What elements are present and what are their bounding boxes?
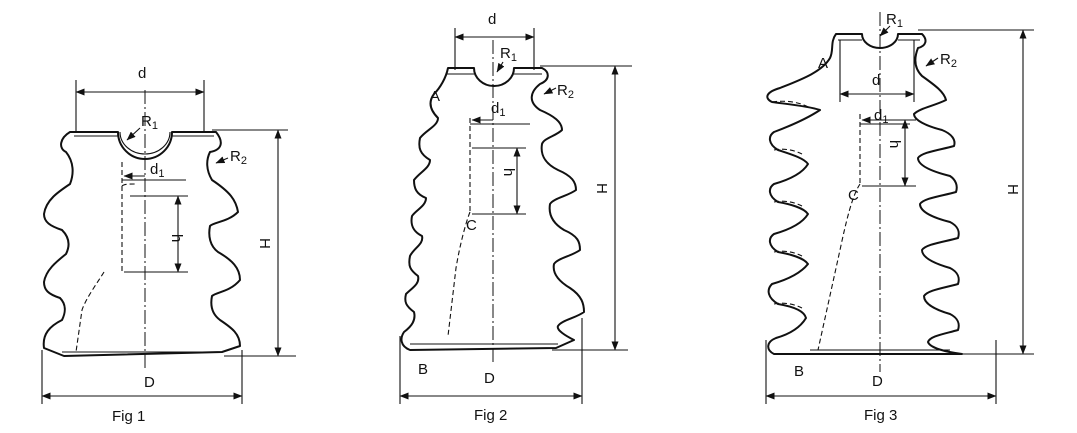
fig2-label-C: C: [466, 217, 477, 234]
fig1-insulator-body: [42, 131, 241, 357]
fig2-d-extension: [454, 28, 535, 70]
fig3-insulator-body: [766, 33, 963, 355]
fig1-label-H: H: [256, 238, 273, 249]
fig2-caption: Fig 2: [474, 407, 507, 424]
fig2-insulator-body: [400, 67, 585, 351]
fig1-label-R2: R2: [230, 148, 247, 167]
fig2-label-h: h: [500, 168, 517, 176]
figure-1: d R1 R2 d1 h H D Fig 1: [41, 65, 296, 425]
fig3-label-C: C: [848, 187, 859, 204]
fig2-label-d1: d1: [491, 100, 505, 119]
fig2-label-d: d: [488, 11, 496, 28]
fig3-caption: Fig 3: [864, 407, 897, 424]
fig1-d-extension: [75, 80, 205, 132]
fig3-label-D: D: [872, 373, 883, 390]
figure-3: R1 R2 A d d1 h C H B D Fig 3: [765, 11, 1034, 424]
fig3-R1-leader: [879, 25, 891, 37]
fig3-R2-leader: [925, 57, 939, 67]
fig2-label-B: B: [418, 361, 428, 378]
fig3-label-d: d: [872, 72, 880, 89]
fig2-label-A: A: [430, 88, 440, 105]
figure-2: d R1 R2 A d1 h C H B D Fig 2: [399, 11, 632, 424]
fig3-label-A: A: [818, 55, 828, 72]
fig3-label-B: B: [794, 363, 804, 380]
fig2-label-R1: R1: [500, 45, 517, 64]
fig1-label-h: h: [168, 234, 185, 242]
fig3-d1-line: [860, 120, 910, 124]
fig1-label-d: d: [138, 65, 146, 82]
fig2-d1-line: [470, 120, 530, 124]
fig3-label-H: H: [1004, 184, 1021, 195]
fig1-label-d1: d1: [150, 161, 164, 180]
fig3-label-h: h: [886, 140, 903, 148]
fig1-label-R1: R1: [141, 113, 158, 132]
fig1-top-groove: [74, 131, 214, 155]
fig1-R2-leader: [215, 156, 229, 164]
fig2-label-D: D: [484, 370, 495, 387]
fig3-label-d1: d1: [874, 107, 888, 126]
fig1-caption: Fig 1: [112, 408, 145, 425]
fig1-label-D: D: [144, 374, 155, 391]
fig2-internal-bore: [447, 118, 471, 337]
fig2-R2-leader: [543, 87, 557, 95]
fig3-label-R2: R2: [940, 51, 957, 70]
fig1-R1-leader: [126, 127, 141, 141]
fig3-rim-dashes: [771, 100, 811, 309]
fig1-d1-line: [122, 176, 186, 180]
fig2-R1-leader: [496, 61, 505, 73]
fig3-label-R1: R1: [886, 11, 903, 30]
fig2-label-H: H: [593, 183, 610, 194]
fig2-label-R2: R2: [557, 82, 574, 101]
